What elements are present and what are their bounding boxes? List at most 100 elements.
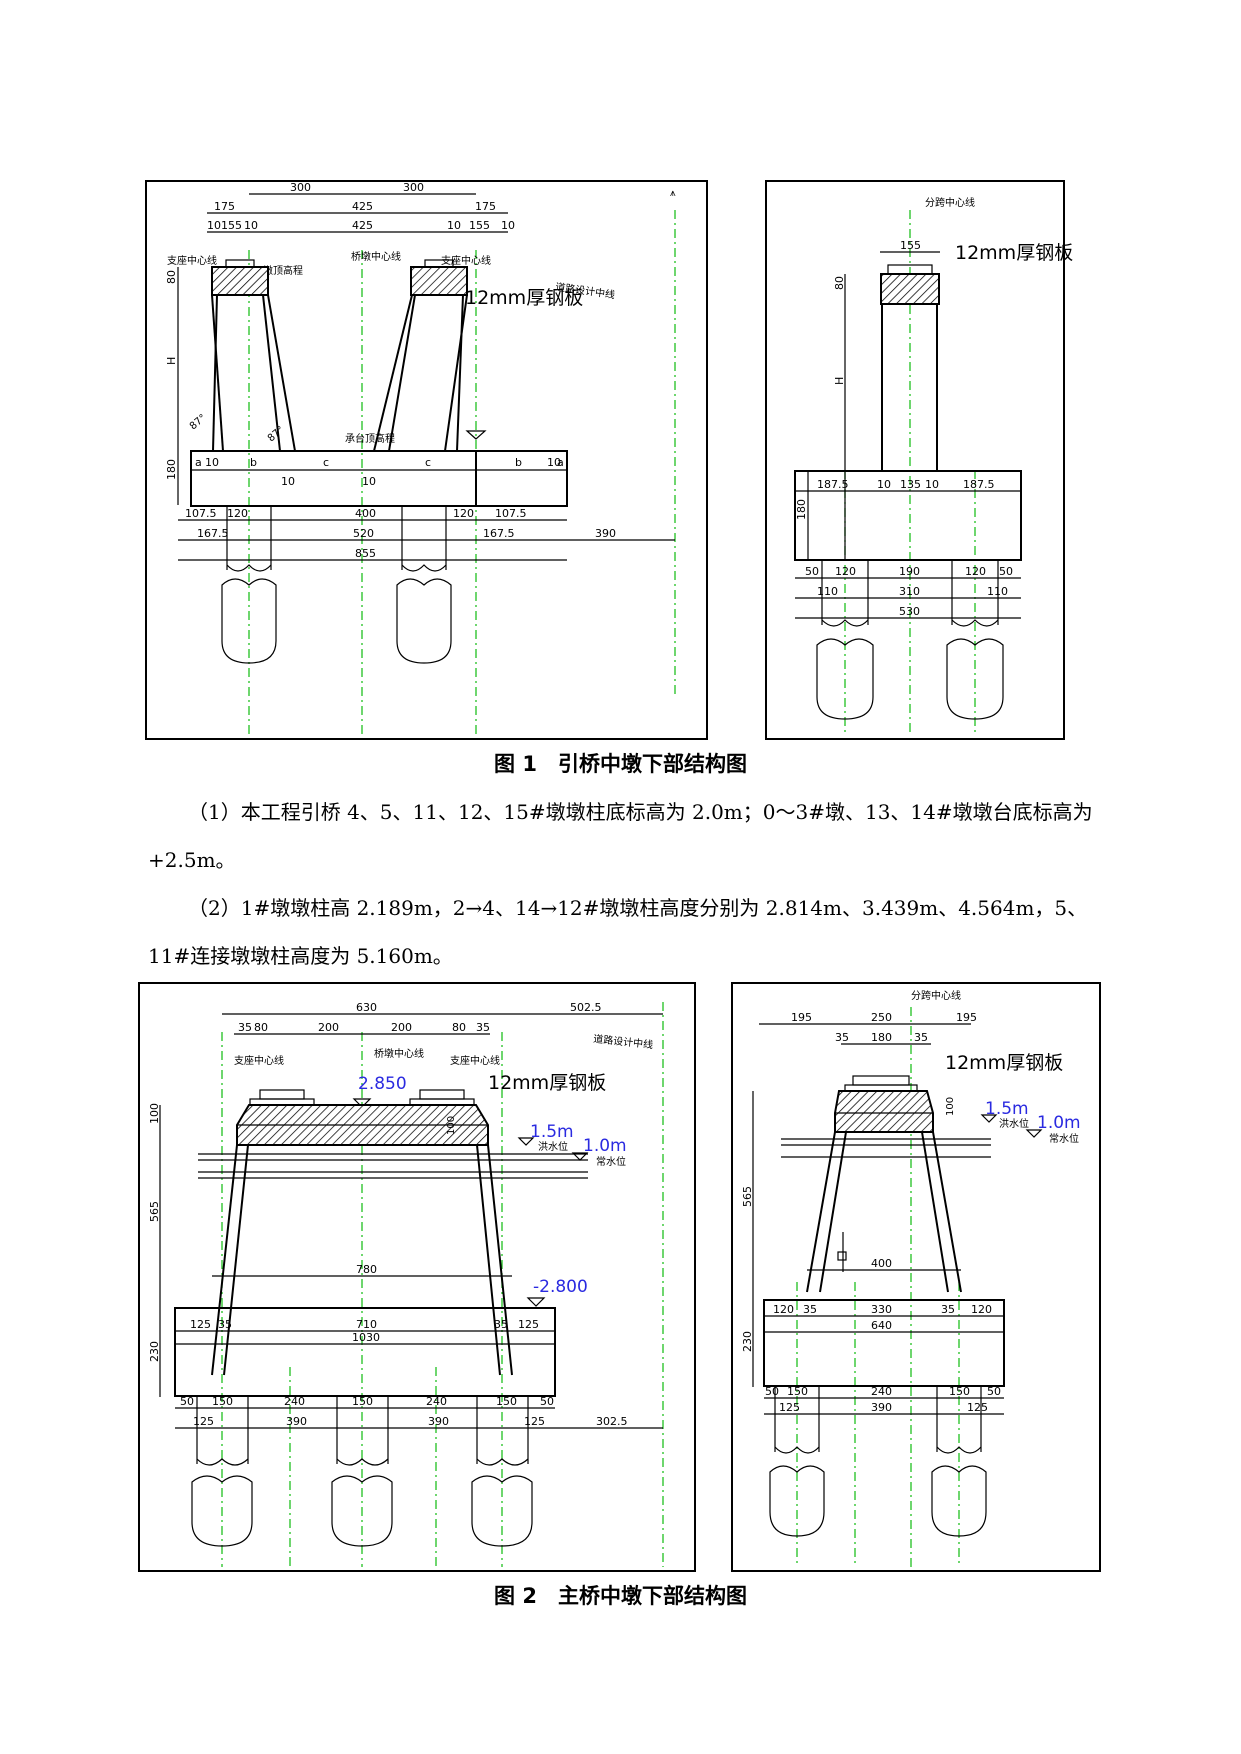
- dim-text: 120: [227, 507, 248, 520]
- dim-text: 187.5: [817, 478, 849, 491]
- dim-text: 250: [871, 1011, 892, 1024]
- dim-text: 640: [871, 1319, 892, 1332]
- dim-text: 530: [899, 605, 920, 618]
- figure1-left-drawing: 300 300 175 425 175 10 155 10 425 10 155…: [145, 180, 708, 740]
- dim-text: 155: [469, 219, 490, 232]
- dim-text: 100: [446, 1116, 457, 1135]
- pile-left: [191, 1396, 253, 1547]
- figure2-left-drawing: 630 502.5 35 80 200 200 80 35 支座中心线 桥墩中心…: [138, 982, 696, 1572]
- dim-text: 120: [773, 1303, 794, 1316]
- figure1-right-drawing: 分跨中心线 155 12mm厚钢板 80 H 180 187.5 10 135 …: [765, 180, 1073, 740]
- dim-text: 35: [803, 1303, 817, 1316]
- dim-text: 125: [518, 1318, 539, 1331]
- dim-text: 240: [426, 1395, 447, 1408]
- pile-left: [816, 560, 874, 720]
- dim-text: 200: [318, 1021, 339, 1034]
- figure-frame: [731, 982, 1101, 1572]
- dim-text: 390: [286, 1415, 307, 1428]
- dim-text: 125: [779, 1401, 800, 1414]
- dim-text: 100: [148, 1103, 161, 1124]
- dim-text: 150: [787, 1385, 808, 1398]
- dim-text: 50: [765, 1385, 779, 1398]
- dim-text: 120: [835, 565, 856, 578]
- dim-text: 240: [284, 1395, 305, 1408]
- pier-top-elev-label: 墩顶高程: [263, 264, 303, 277]
- dim-text: 80: [452, 1021, 466, 1034]
- steel-plate-label: 12mm厚钢板: [488, 1072, 606, 1094]
- high-water-label: 洪水位: [538, 1140, 568, 1153]
- dim-text: 107.5: [495, 507, 527, 520]
- dim-text: 502.5: [570, 1001, 602, 1014]
- figure2-right-drawing: 分跨中心线 195 250 195 35 180 35 12mm厚钢板 1.5m…: [731, 982, 1101, 1572]
- normal-water-label: 常水位: [1049, 1132, 1079, 1145]
- dim-text: 125: [190, 1318, 211, 1331]
- pile-right: [946, 560, 1004, 720]
- cap-elev-label: 承台顶高程: [345, 432, 395, 445]
- dim-text: 35: [218, 1318, 232, 1331]
- dim-text: 630: [356, 1001, 377, 1014]
- dim-text: 10: [281, 475, 295, 488]
- dim-text: 10: [207, 219, 221, 232]
- pile-right: [931, 1386, 987, 1537]
- dim-text: 330: [871, 1303, 892, 1316]
- dim-text: 120: [971, 1303, 992, 1316]
- dim-text: 150: [496, 1395, 517, 1408]
- road-cl-label: 道路设计中线: [593, 1032, 654, 1051]
- steel-plate-label: 12mm厚钢板: [955, 242, 1073, 264]
- dim-text: 230: [741, 1331, 754, 1352]
- dim-text: b: [250, 456, 257, 469]
- pier-cl-label: 桥墩中心线: [351, 250, 401, 263]
- dim-text: 50: [987, 1385, 1001, 1398]
- dim-text: 35: [238, 1021, 252, 1034]
- normal-water-label: 常水位: [596, 1155, 626, 1168]
- pile-right: [396, 506, 452, 664]
- paragraph-2: （2）1#墩墩柱高 2.189m，2→4、14→12#墩墩柱高度分别为 2.81…: [148, 896, 1088, 968]
- dim-text: 167.5: [483, 527, 515, 540]
- pile-cap: [174, 1307, 556, 1397]
- angle-label: 87°: [188, 412, 209, 432]
- pile-cap: [794, 470, 1022, 561]
- dim-text: 10: [501, 219, 515, 232]
- dim-text: 80: [833, 276, 846, 290]
- dim-text: 302.5: [596, 1415, 628, 1428]
- dim-text: 425: [352, 200, 373, 213]
- dim-text: 300: [403, 181, 424, 194]
- span-cl-label: 分跨中心线: [911, 989, 961, 1002]
- dim-text: 35: [476, 1021, 490, 1034]
- paragraph-1: （1）本工程引桥 4、5、11、12、15#墩墩柱底标高为 2.0m；0～3#墩…: [148, 800, 1093, 872]
- elev-normal-water: 1.0m: [1037, 1113, 1081, 1133]
- pile-middle: [331, 1396, 393, 1547]
- dim-text: 150: [949, 1385, 970, 1398]
- dim-text: 10: [205, 456, 219, 469]
- pile-left: [221, 506, 277, 664]
- pile-cap: [190, 450, 477, 507]
- dim-text: 120: [965, 565, 986, 578]
- dim-text: 167.5: [197, 527, 229, 540]
- bearing-cl-left-label: 支座中心线: [234, 1054, 284, 1067]
- dim-text: 565: [148, 1201, 161, 1222]
- elev-cap-bottom: -2.800: [533, 1277, 588, 1297]
- elev-top: 2.850: [358, 1074, 407, 1094]
- figure2-caption: 图 2 主桥中墩下部结构图: [494, 1584, 747, 1608]
- dim-text: 390: [595, 527, 616, 540]
- dim-text: 35: [835, 1031, 849, 1044]
- dim-text: 110: [817, 585, 838, 598]
- dim-text: 175: [475, 200, 496, 213]
- dim-text: 400: [355, 507, 376, 520]
- dim-text: 35: [941, 1303, 955, 1316]
- dim-text: 520: [353, 527, 374, 540]
- steel-plate-label: 12mm厚钢板: [945, 1052, 1063, 1074]
- dim-text: 180: [165, 459, 178, 480]
- figure-frame: [145, 180, 708, 740]
- dim-text: 50: [540, 1395, 554, 1408]
- dim-text: 10: [877, 478, 891, 491]
- dim-text: 10: [362, 475, 376, 488]
- dim-text: c: [323, 456, 329, 469]
- figure-frame: [138, 982, 696, 1572]
- angle-label: 87°: [266, 424, 287, 444]
- elev-normal-water: 1.0m: [583, 1136, 627, 1156]
- north-arrow-icon: ⩚: [670, 188, 676, 199]
- dim-text: 710: [356, 1318, 377, 1331]
- dim-text: b: [515, 456, 522, 469]
- pile-left: [769, 1386, 825, 1537]
